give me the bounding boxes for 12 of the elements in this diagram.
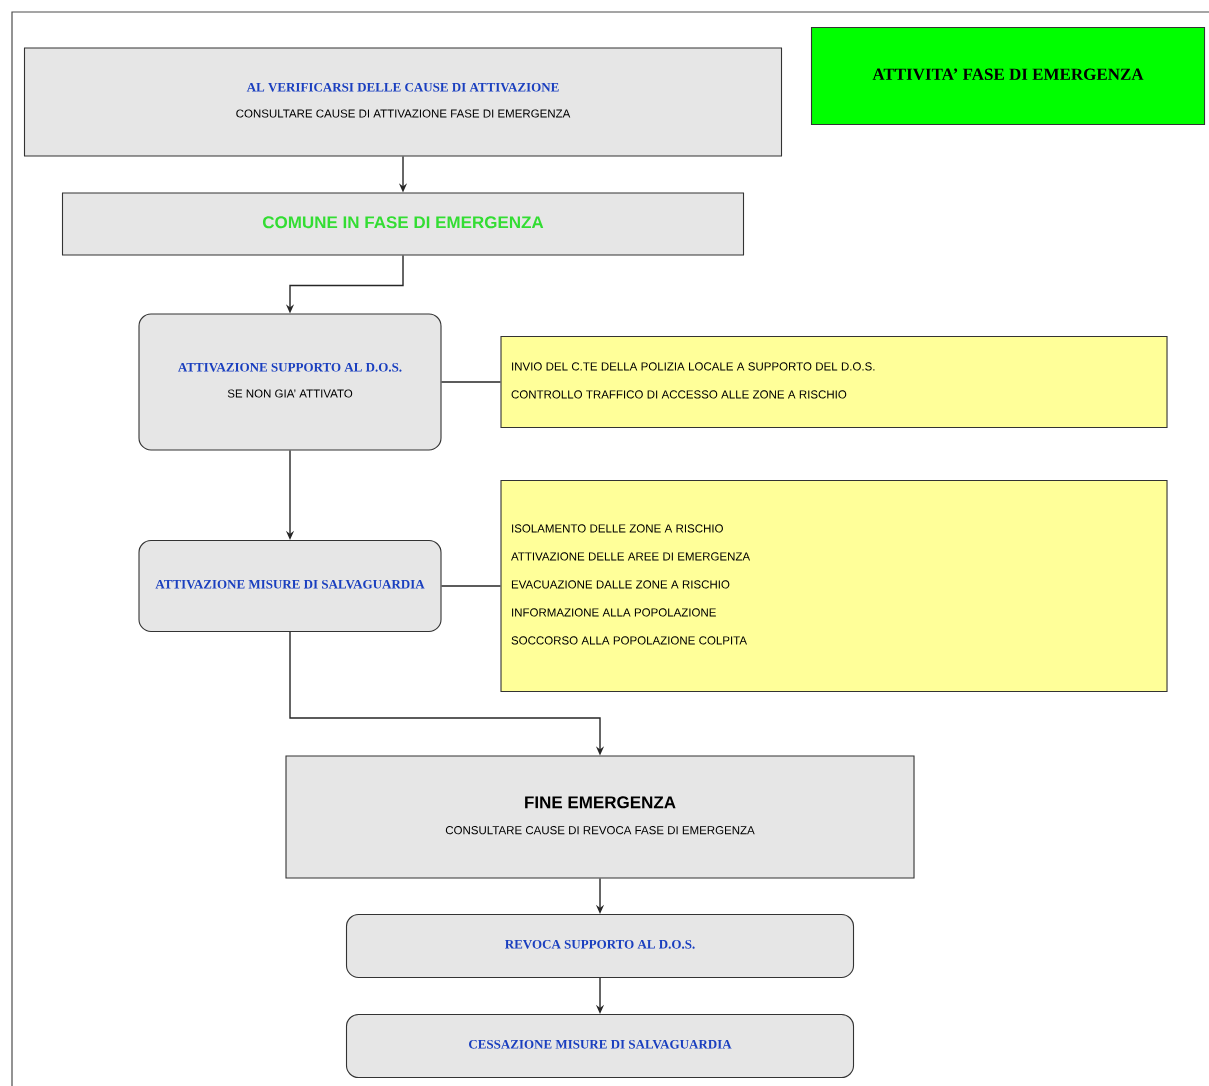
process-box: ATTIVAZIONE SUPPORTO AL D.O.S. SE NON GIA’ ATTIVATO bbox=[138, 313, 442, 451]
process-box: CESSAZIONE MISURE DI SALVAGUARDIA bbox=[345, 1013, 855, 1079]
connector-line bbox=[440, 381, 502, 383]
connector-line bbox=[440, 585, 502, 587]
title-box: ATTIVITA’ FASE DI EMERGENZA bbox=[810, 26, 1206, 126]
note-box: ISOLAMENTO DELLE ZONE A RISCHIO ATTIVAZIONE DELLE AREE DI EMERGENZA EVACUAZIONE DALLE ZONE A RISCHIO INFORMAZIONE ALLA POPOLAZIONE SOCCORSO ALLA POPOLAZIONE COLPITA bbox=[500, 479, 1168, 693]
process-box: FINE EMERGENZA CONSULTARE CAUSE DI REVOCA FASE DI EMERGENZA bbox=[285, 755, 915, 879]
process-box: AL VERIFICARSI DELLE CAUSE DI ATTIVAZIONE CONSULTARE CAUSE DI ATTIVAZIONE FASE DI EMERGENZA bbox=[23, 47, 783, 157]
process-box: REVOCA SUPPORTO AL D.O.S. bbox=[345, 913, 855, 979]
process-box: COMUNE IN FASE DI EMERGENZA bbox=[61, 192, 745, 256]
process-box: ATTIVAZIONE MISURE DI SALVAGUARDIA bbox=[138, 539, 442, 633]
note-box: INVIO DEL C.TE DELLA POLIZIA LOCALE A SUPPORTO DEL D.O.S. CONTROLLO TRAFFICO DI ACCESSO ALLE ZONE A RISCHIO bbox=[500, 335, 1168, 429]
